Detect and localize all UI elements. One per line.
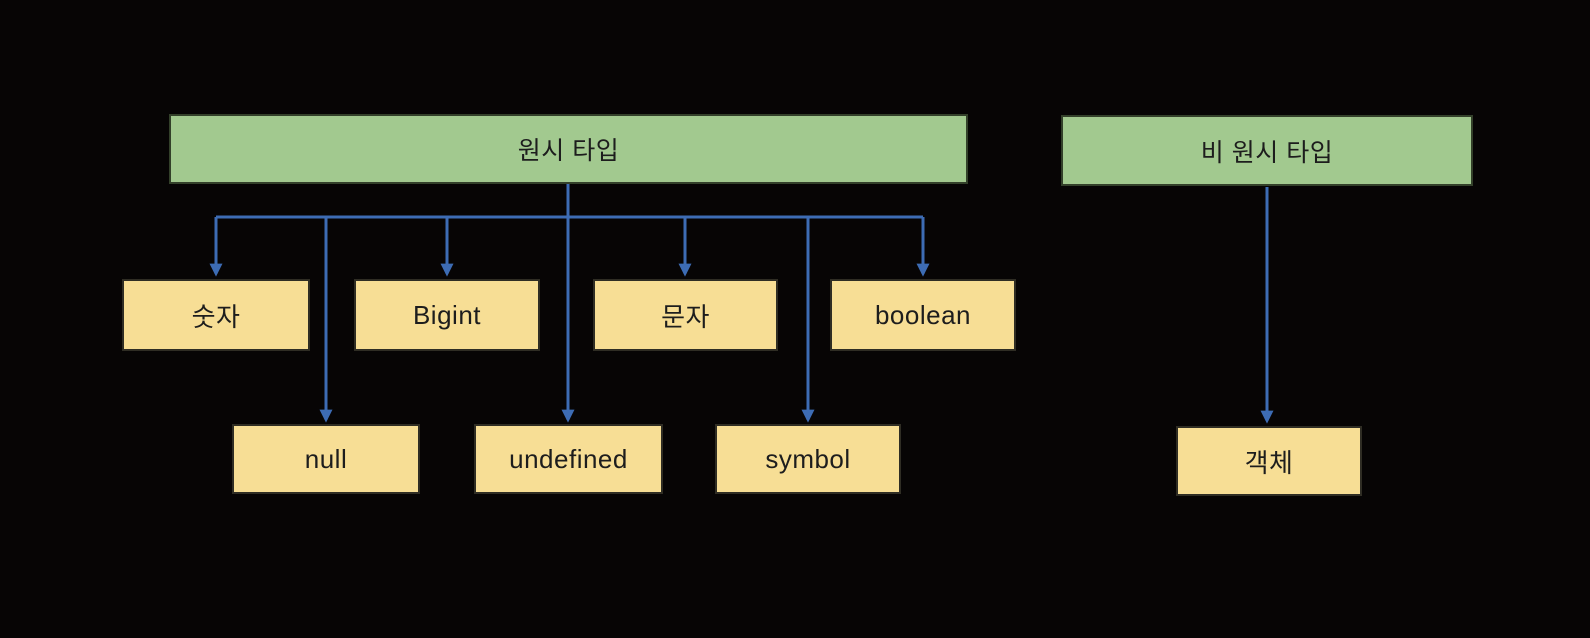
node-number: 숫자 xyxy=(122,279,310,351)
node-null: null xyxy=(232,424,420,494)
node-object: 객체 xyxy=(1176,426,1362,496)
node-boolean: boolean xyxy=(830,279,1016,351)
node-undefined: undefined xyxy=(474,424,663,494)
node-non-primitive-root: 비 원시 타입 xyxy=(1061,115,1473,186)
node-primitive-root: 원시 타입 xyxy=(169,114,968,184)
node-bigint: Bigint xyxy=(354,279,540,351)
node-symbol: symbol xyxy=(715,424,901,494)
node-string: 문자 xyxy=(593,279,778,351)
